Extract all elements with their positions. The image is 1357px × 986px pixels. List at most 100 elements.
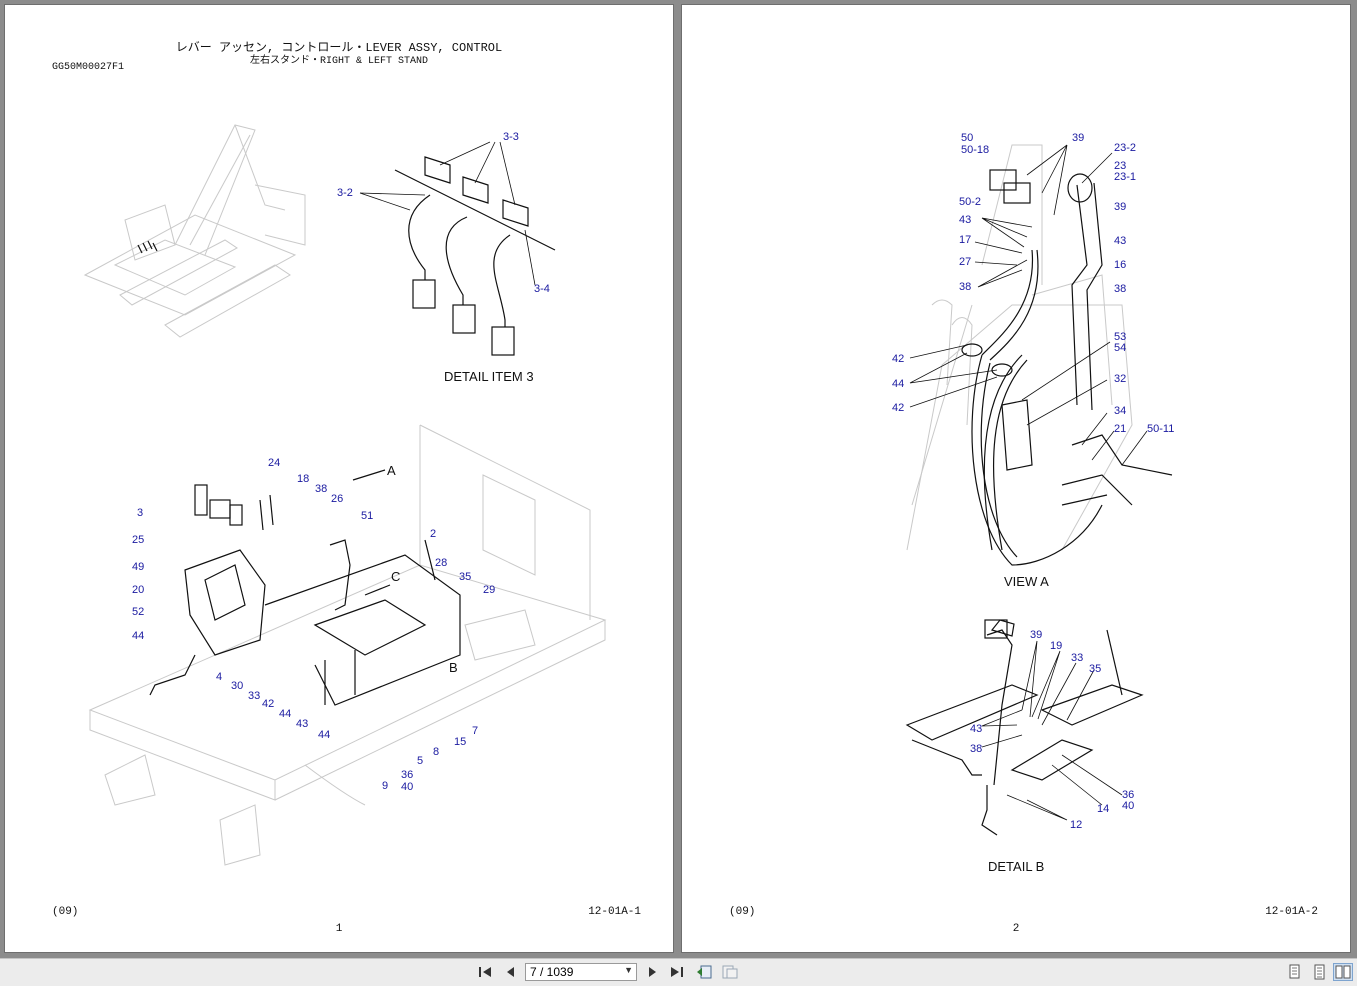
detail-label-3-3: 3-3: [503, 131, 519, 143]
callout: 27: [959, 256, 971, 268]
callout: 30: [231, 680, 243, 692]
callout: 42: [892, 402, 904, 414]
navigation-toolbar: 7 / 1039 ▼: [0, 958, 1357, 986]
callout: 33: [1071, 652, 1083, 664]
callout: 8: [433, 746, 439, 758]
first-page-button[interactable]: [475, 963, 495, 981]
footer-page-code: 12-01A-2: [1265, 906, 1318, 918]
callout: 43: [970, 723, 982, 735]
callout: 43: [296, 718, 308, 730]
callout: 17: [959, 234, 971, 246]
page-subtitle: 左右スタンド・RIGHT & LEFT STAND: [249, 56, 429, 67]
callouts-page-2: 50 50-18 39 23-2 23 23-1 50-2 43 39 17 4…: [892, 132, 1174, 831]
next-page-icon: [649, 967, 656, 977]
next-page-button[interactable]: [643, 963, 663, 981]
callout: 38: [1114, 283, 1126, 295]
callout: 34: [1114, 405, 1126, 417]
callout: 20: [132, 584, 144, 596]
callout: 28: [435, 557, 447, 569]
callout: 44: [318, 729, 330, 741]
callout: 50: [961, 132, 973, 144]
pdf-page-2: VIEW A DET: [682, 5, 1350, 952]
callout: 40: [1122, 800, 1134, 812]
prev-page-button[interactable]: [500, 963, 520, 981]
footer-revision: (09): [52, 906, 79, 918]
callout: 3: [137, 507, 143, 519]
callout: 54: [1114, 342, 1126, 354]
crane-thumbnail: [83, 124, 306, 338]
document-viewport[interactable]: レバー アッセン, コントロール・LEVER ASSY, CONTROL 左右ス…: [0, 0, 1357, 958]
two-page-icon: [1335, 965, 1351, 979]
detail-b-drawing: [905, 619, 1144, 836]
callout: 38: [315, 483, 327, 495]
callout: 25: [132, 534, 144, 546]
view-a-drawing: [906, 144, 1173, 566]
callout: 19: [1050, 640, 1062, 652]
callouts-page-1: 24 18 38 26 3 25 49 20 52 44 51 2 28 35 …: [132, 457, 495, 793]
page-number: 2: [1012, 923, 1020, 935]
last-page-icon: [671, 967, 683, 977]
forward-view-icon: [722, 965, 738, 979]
callout: 21: [1114, 423, 1126, 435]
callout: 2: [430, 528, 436, 540]
single-page-view-button[interactable]: [1284, 963, 1304, 981]
callout: 26: [331, 493, 343, 505]
last-page-button[interactable]: [667, 963, 687, 981]
callout: 42: [892, 353, 904, 365]
continuous-icon: [1314, 964, 1325, 980]
view-mark-a: A: [387, 463, 396, 478]
callout: 29: [483, 584, 495, 596]
callout: 4: [216, 671, 222, 683]
callout: 38: [959, 281, 971, 293]
callout: 44: [279, 708, 291, 720]
callout: 12: [1070, 819, 1082, 831]
callout: 50-18: [961, 144, 989, 156]
callout: 51: [361, 510, 373, 522]
page-indicator-text: 7 / 1039: [530, 965, 574, 979]
parts-diagram-page-1: 3-3 3-2 3-4 DETAIL ITEM 3: [83, 124, 607, 866]
parts-diagram-page-2: VIEW A DET: [905, 144, 1173, 874]
detail-item-3-drawing: [359, 141, 556, 356]
view-mark-b: B: [449, 660, 458, 675]
callout: 39: [1114, 201, 1126, 213]
page-number: 1: [335, 923, 343, 935]
crane-cab-highlight: [137, 240, 158, 254]
callout: 18: [297, 473, 309, 485]
callout: 44: [132, 630, 144, 642]
footer-page-code: 12-01A-1: [588, 906, 641, 918]
callout: 9: [382, 780, 388, 792]
footer-revision: (09): [729, 906, 756, 918]
callout: 44: [892, 378, 904, 390]
detail-item-3-caption: DETAIL ITEM 3: [444, 369, 534, 384]
detail-label-3-2: 3-2: [337, 187, 353, 199]
callout: 39: [1030, 629, 1042, 641]
continuous-view-button[interactable]: [1309, 963, 1329, 981]
page-number-input[interactable]: 7 / 1039 ▼: [525, 963, 637, 981]
two-page-view-button[interactable]: [1333, 963, 1353, 981]
single-page-icon: [1289, 964, 1300, 979]
callout: 33: [248, 690, 260, 702]
callout: 50-2: [959, 196, 981, 208]
callout: 43: [959, 214, 971, 226]
callout: 16: [1114, 259, 1126, 271]
callout: 14: [1097, 803, 1109, 815]
callout: 40: [401, 781, 413, 793]
callout: 5: [417, 755, 423, 767]
callout: 24: [268, 457, 280, 469]
view-a-caption: VIEW A: [1004, 574, 1049, 589]
forward-view-button[interactable]: [720, 963, 740, 981]
callout: 53: [1114, 331, 1126, 343]
back-view-button[interactable]: [694, 963, 714, 981]
page-title: レバー アッセン, コントロール・LEVER ASSY, CONTROL: [175, 41, 503, 55]
dropdown-arrow-icon: ▼: [624, 965, 633, 975]
prev-page-icon: [507, 967, 514, 977]
callout: 36: [1122, 789, 1134, 801]
callout: 35: [1089, 663, 1101, 675]
detail-b-caption: DETAIL B: [988, 859, 1044, 874]
view-mark-c: C: [391, 569, 400, 584]
callout: 39: [1072, 132, 1084, 144]
callout: 23-1: [1114, 171, 1136, 183]
main-assembly-drawing: [88, 424, 607, 866]
pdf-page-1: レバー アッセン, コントロール・LEVER ASSY, CONTROL 左右ス…: [5, 5, 673, 952]
callout: 52: [132, 606, 144, 618]
